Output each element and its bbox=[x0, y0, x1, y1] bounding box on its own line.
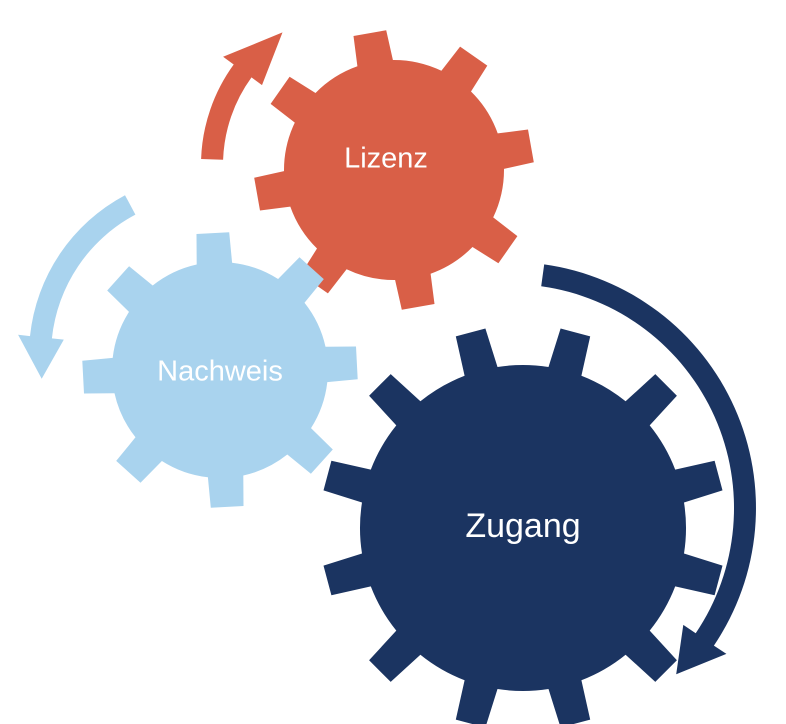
zugang-gear: Zugang bbox=[323, 328, 723, 724]
lizenz-gear-shape bbox=[254, 30, 534, 310]
lizenz-cycle-arrow bbox=[201, 32, 283, 160]
nachweis-gear-shape bbox=[82, 232, 358, 508]
lizenz-gear-label: Lizenz bbox=[344, 143, 428, 175]
zugang-gear-label: Zugang bbox=[465, 507, 580, 545]
nachweis-cycle-arrow bbox=[18, 195, 136, 379]
lizenz-gear: Lizenz bbox=[254, 30, 534, 310]
nachweis-gear-label: Nachweis bbox=[157, 356, 283, 388]
zugang-cycle-arrow bbox=[541, 264, 756, 675]
nachweis-gear: Nachweis bbox=[82, 232, 358, 508]
zugang-gear-shape bbox=[323, 328, 723, 724]
